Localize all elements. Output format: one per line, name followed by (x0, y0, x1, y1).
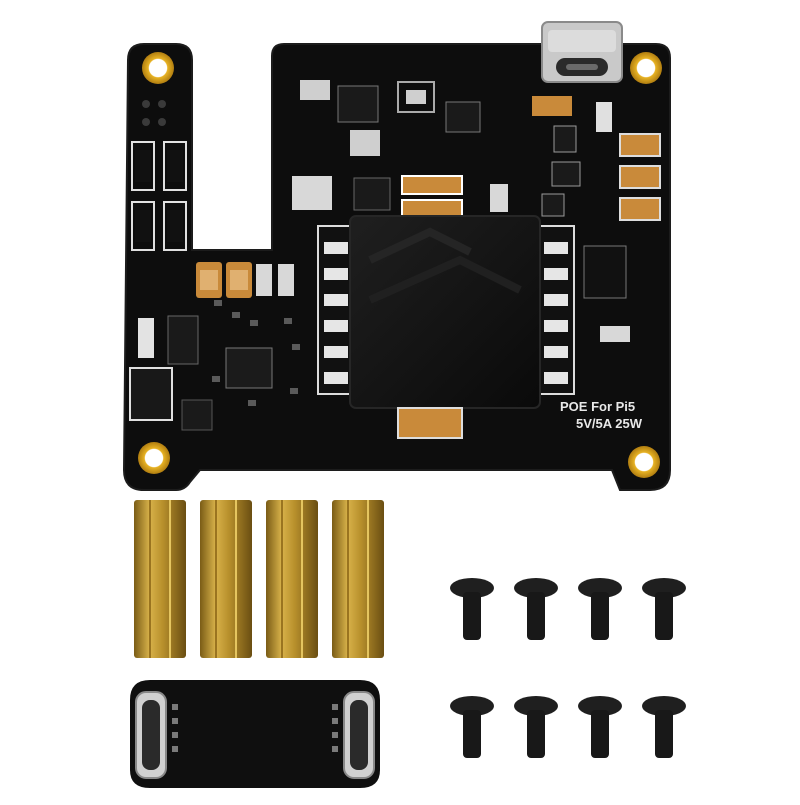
screw (578, 578, 622, 640)
standoff (266, 500, 318, 658)
screw (514, 696, 558, 758)
standoff (134, 500, 186, 658)
heatsink-icon (317, 215, 575, 439)
board-label-line1: POE For Pi5 (560, 399, 636, 414)
standoff (332, 500, 384, 658)
screw (578, 696, 622, 758)
board-label-line2: 5V/5A 25W (576, 416, 642, 431)
board-label: POE For Pi5 5V/5A 25W (560, 398, 670, 432)
screw (642, 578, 686, 640)
screw (450, 578, 494, 640)
adapter-board-icon (130, 680, 380, 788)
mounting-hole-icon (138, 52, 662, 478)
poe-hat-board: POE For Pi5 5V/5A 25W (122, 21, 671, 491)
screw (450, 696, 494, 758)
screw (514, 578, 558, 640)
standoff (200, 500, 252, 658)
screws (450, 578, 686, 758)
brass-standoffs (134, 500, 384, 658)
screw (642, 696, 686, 758)
usb-c-port-icon (541, 21, 623, 83)
